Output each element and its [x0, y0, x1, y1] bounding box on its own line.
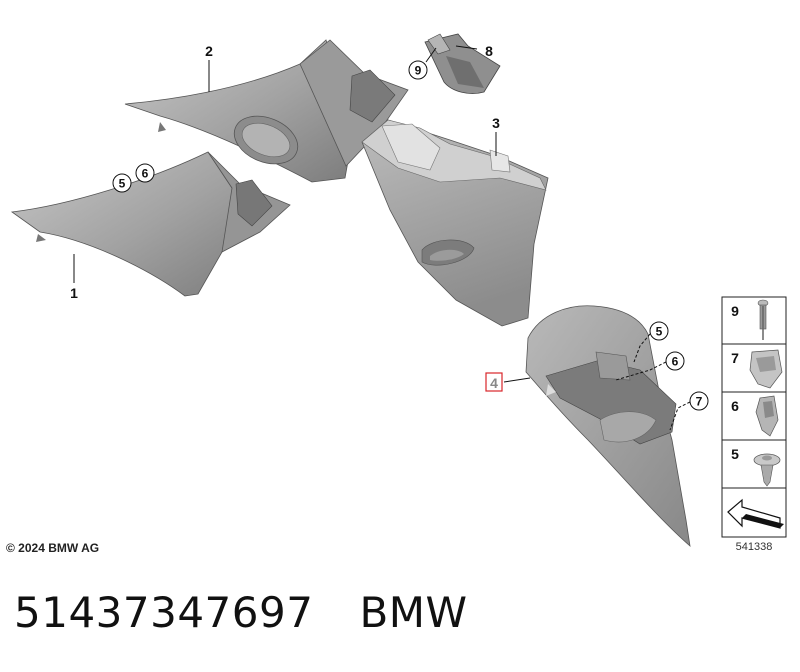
- clip-icon: [755, 395, 779, 437]
- caption: 51437347697 BMW: [14, 588, 468, 637]
- legend-number-7: 7: [731, 350, 739, 366]
- svg-text:5: 5: [119, 177, 126, 191]
- leader-lines: [73, 45, 691, 431]
- copyright-notice: © 2024 BMW AG: [6, 541, 100, 555]
- legend-number-5: 5: [731, 446, 739, 462]
- circled-callout-7-lower: 7: [689, 391, 709, 411]
- part-3-b-pillar-upper-trim: [361, 119, 549, 327]
- fastener-legend: 9 7 6 5: [721, 296, 787, 538]
- arrow-symbol-icon: [727, 498, 784, 529]
- legend-number-6: 6: [731, 398, 739, 414]
- callout-4: 4: [490, 375, 498, 391]
- svg-text:6: 6: [142, 167, 149, 181]
- callout-2: 2: [205, 43, 213, 59]
- circled-callout-5-lower: 5: [649, 321, 669, 341]
- part-4-b-pillar-lower-trim: [525, 305, 691, 548]
- svg-text:6: 6: [672, 355, 679, 369]
- legend-number-9: 9: [731, 303, 739, 319]
- rivet-icon: [757, 299, 769, 340]
- brand-name: BMW: [359, 588, 468, 637]
- circled-callout-5-upper: 5: [112, 173, 132, 193]
- circled-callout-6-upper: 6: [135, 163, 155, 183]
- part-1-lower-pillar-trim: [10, 151, 291, 297]
- callout-8: 8: [485, 43, 493, 59]
- spring-clip-icon: [749, 349, 783, 389]
- callout-3: 3: [492, 115, 500, 131]
- drawing-number: 541338: [735, 541, 773, 553]
- callout-1: 1: [70, 285, 78, 301]
- svg-text:5: 5: [656, 325, 663, 339]
- svg-text:9: 9: [415, 64, 422, 78]
- circled-callout-9-upper: 9: [408, 60, 428, 80]
- circled-callout-6-lower: 6: [665, 351, 685, 371]
- push-button-clip-icon: [753, 453, 781, 487]
- part-8-bracket: [424, 33, 501, 94]
- part-number: 51437347697: [14, 588, 314, 637]
- part-2-upper-pillar-trim: [124, 39, 409, 183]
- callout-4-highlight: 4: [485, 372, 503, 392]
- svg-text:7: 7: [696, 395, 703, 409]
